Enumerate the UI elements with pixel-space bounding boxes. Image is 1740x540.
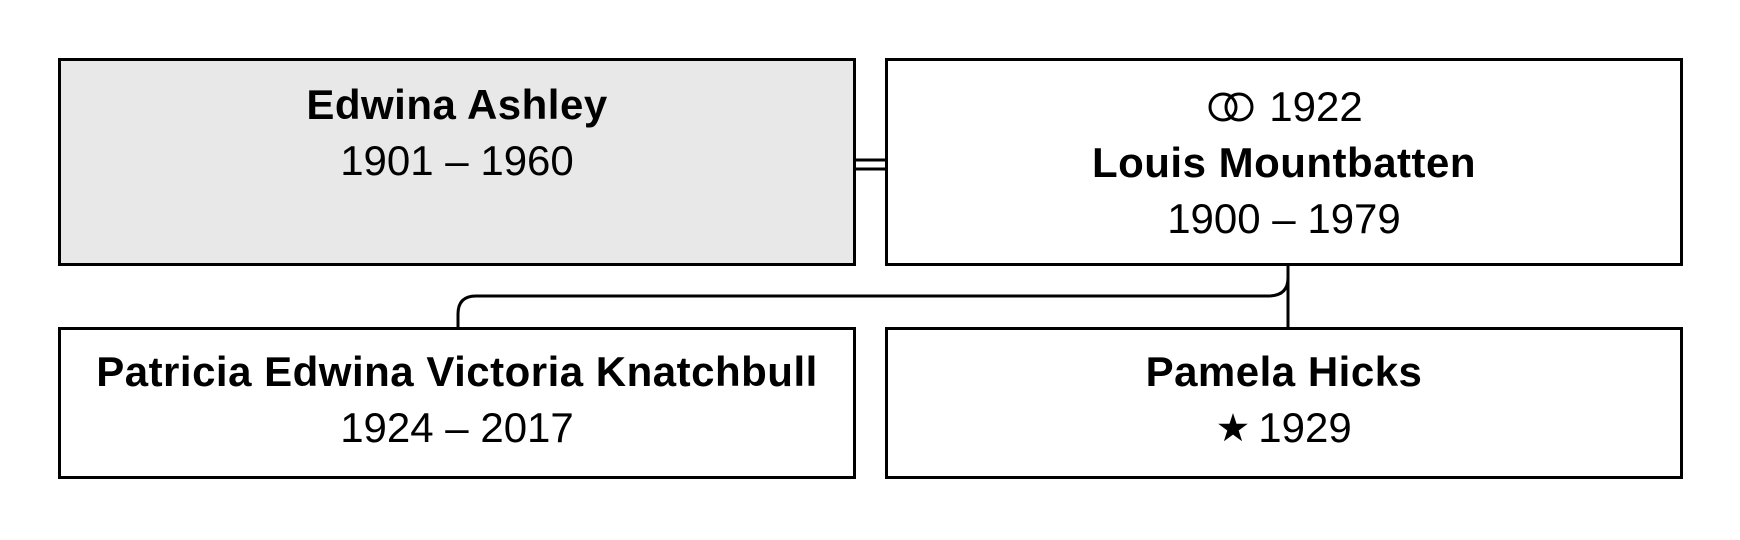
child-branch-line xyxy=(456,264,1290,330)
birth-year: 1929 xyxy=(1258,404,1352,451)
person-name: Edwina Ashley xyxy=(306,81,608,128)
person-dates: 1924 – 2017 xyxy=(340,404,574,451)
person-card-pamela-hicks[interactable]: Pamela Hicks 1929 xyxy=(885,327,1683,479)
marriage-year: 1922 xyxy=(1269,83,1363,130)
person-name: Louis Mountbatten xyxy=(1091,139,1477,186)
marriage-info: 1922 xyxy=(1205,79,1363,135)
birth-info: 1929 xyxy=(1216,400,1352,456)
wedding-rings-icon xyxy=(1205,90,1259,124)
person-name: Pamela Hicks xyxy=(1145,348,1423,395)
person-card-louis-mountbatten[interactable]: 1922 Louis Mountbatten 1900 – 1979 xyxy=(885,58,1683,266)
person-card-edwina-ashley[interactable]: Edwina Ashley 1901 – 1960 xyxy=(58,58,856,266)
person-dates: 1901 – 1960 xyxy=(340,137,574,184)
person-name: Patricia Edwina Victoria Knatchbull xyxy=(96,348,818,395)
person-card-patricia-knatchbull[interactable]: Patricia Edwina Victoria Knatchbull 1924… xyxy=(58,327,856,479)
star-icon xyxy=(1216,411,1250,445)
person-dates: 1900 – 1979 xyxy=(1167,195,1401,242)
